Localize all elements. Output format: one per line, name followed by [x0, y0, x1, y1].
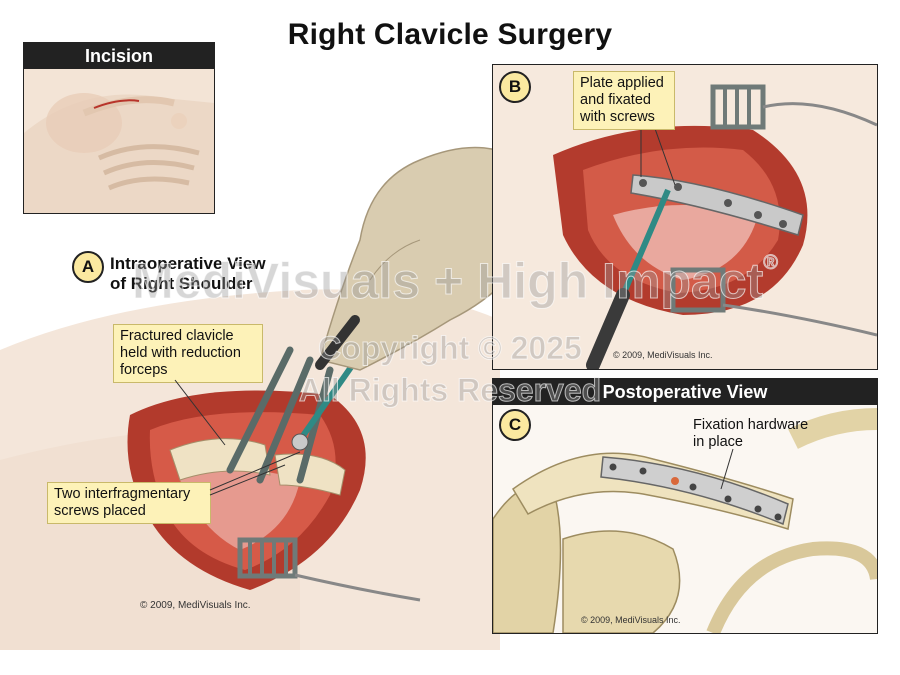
watermark-registered-mark: ® — [763, 252, 779, 275]
screws-callout: Two interfragmentary screws placed — [47, 482, 211, 524]
panel-c-badge: C — [499, 409, 531, 441]
panel-b-badge: B — [499, 71, 531, 103]
forceps-callout-line-1: Fractured clavicle — [120, 328, 234, 344]
page-title: Right Clavicle Surgery — [287, 18, 613, 51]
screws-callout-line-1: Two interfragmentary — [54, 486, 191, 502]
fixation-label-line-1: Fixation hardware — [693, 417, 809, 433]
panel-b-copyright: © 2009, MediVisuals Inc. — [613, 350, 713, 360]
screws-leader-lines — [209, 451, 301, 496]
screws-callout-line-2: screws placed — [54, 503, 146, 519]
watermark-brand-text: MediVisuals + High Impact — [132, 253, 764, 310]
panel-a-copyright: © 2009, MediVisuals Inc. — [140, 600, 251, 611]
forceps-callout: Fractured clavicle held with reduction f… — [113, 324, 263, 383]
incision-illustration — [24, 43, 214, 213]
panel-c-copyright: © 2009, MediVisuals Inc. — [581, 615, 681, 625]
panel-c-header: Postoperative View — [493, 379, 877, 405]
gloved-hand-illustration — [315, 146, 536, 371]
watermark-brand: MediVisuals + High Impact® — [60, 252, 850, 310]
forceps-callout-line-3: forceps — [120, 362, 168, 378]
panel-a-view-title: Intraoperative View of Right Shoulder — [110, 254, 266, 294]
incision-panel: Incision — [23, 42, 215, 214]
fixation-label-line-2: in place — [693, 434, 743, 450]
panel-c: Postoperative View C Fixation hardware i… — [492, 378, 878, 634]
panel-a-badge: A — [72, 251, 104, 283]
forceps-leader-line — [174, 379, 226, 446]
fixation-label: Fixation hardware in place — [693, 417, 808, 451]
panel-c-illustration — [493, 379, 877, 633]
incision-header: Incision — [24, 43, 214, 69]
panel-b-illustration — [493, 65, 877, 369]
panel-b: B Plate applied and fixated with screws … — [492, 64, 878, 370]
panel-a-view-title-line-2: of Right Shoulder — [110, 274, 253, 293]
plate-callout-line-2: and fixated — [580, 92, 651, 108]
watermark-copyright: Copyright © 2025 — [318, 330, 583, 367]
plate-callout-line-3: with screws — [580, 109, 655, 125]
plate-callout-line-1: Plate applied — [580, 75, 664, 91]
watermark-rights: All Rights Reserved — [298, 372, 602, 409]
forceps-callout-line-2: held with reduction — [120, 345, 241, 361]
panel-a-view-title-line-1: Intraoperative View — [110, 254, 266, 273]
plate-callout: Plate applied and fixated with screws — [573, 71, 675, 130]
